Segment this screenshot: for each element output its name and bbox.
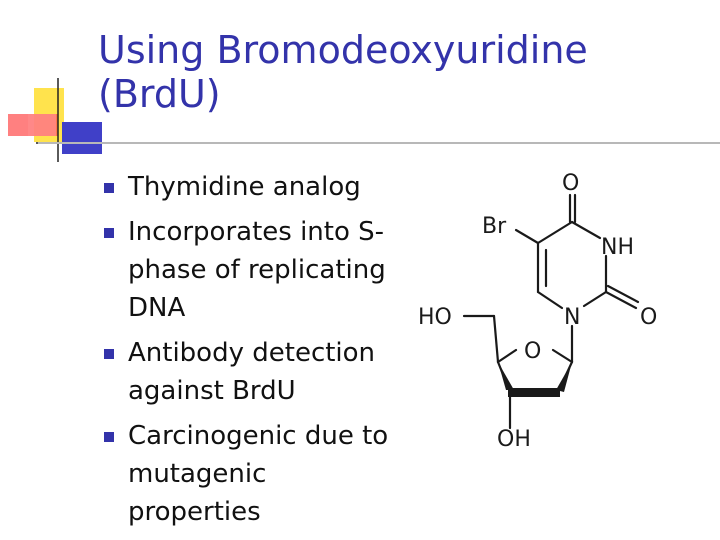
bullet-text: Incorporates into S-phase of replicating… [128,217,386,323]
bond-c1prime-o [551,348,574,364]
wedge-bond [508,388,560,397]
bullet-item: Thymidine analog [104,168,404,206]
bond-c6-n1 [536,290,564,310]
bullet-square-icon [104,183,114,193]
bullet-square-icon [104,349,114,359]
bullet-item: Carcinogenic due to mutagenic properties [104,417,404,531]
bond-c4-n3 [570,220,602,240]
bullet-text: Carcinogenic due to mutagenic properties [128,421,389,527]
bond-c2-n1 [582,290,608,308]
bond-o-c4prime [496,348,518,364]
bullet-item: Incorporates into S-phase of replicating… [104,213,404,327]
atom-label-oh: OH [497,427,531,452]
bullet-item: Antibody detection against BrdU [104,334,404,410]
brdu-structure-diagram: O Br NH O N HO O OH [418,171,657,452]
slide-title: Using Bromodeoxyuridine (BrdU) [98,28,588,116]
bond-c4-c5 [536,220,574,245]
bond-c4prime-c5prime [492,314,500,364]
bond-c5-br [514,228,540,245]
atom-label-br: Br [482,214,507,239]
bullet-text: Thymidine analog [128,172,361,202]
wedge-bond-right [556,362,572,392]
bullet-square-icon [104,228,114,238]
decorative-squares [8,78,106,162]
atom-label-o-top: O [562,171,579,196]
bullet-square-icon [104,432,114,442]
bond-c2-o [604,290,638,310]
title-divider [38,142,720,144]
bullet-text: Antibody detection against BrdU [128,338,376,406]
atom-label-o-ring: O [524,339,541,364]
wedge-bond-left [498,362,514,390]
bullet-list: Thymidine analog Incorporates into S-pha… [104,168,404,538]
red-bar-highlight [28,114,56,136]
atom-label-nh: NH [601,235,634,260]
atom-label-o-right: O [640,305,657,330]
atom-label-n: N [564,305,580,330]
blue-square [62,122,102,154]
bond-c2-o-double [606,284,640,304]
atom-label-ho: HO [418,305,452,330]
